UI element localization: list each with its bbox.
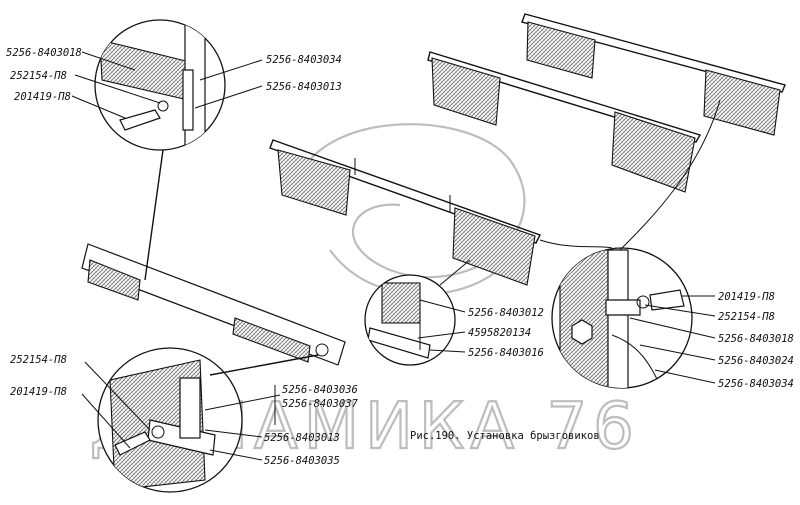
label-r-1: 201419-П8	[718, 291, 775, 303]
center-right-flap	[452, 207, 536, 286]
label-bl-1: 252154-П8	[10, 354, 67, 366]
center-left-flap	[277, 149, 351, 216]
label-bl-6: 5256-8403035	[264, 455, 340, 467]
label-bl-5: 5256-8403013	[264, 432, 340, 444]
center-bar	[269, 139, 541, 244]
bumper-rail-assembly	[81, 243, 346, 366]
label-bl-4: 5256-8403037	[282, 398, 359, 410]
label-r-2: 252154-П8	[718, 311, 775, 323]
label-bl-2: 201419-П8	[10, 386, 67, 398]
label-r-4: 5256-8403024	[718, 355, 794, 367]
label-r-3: 5256-8403018	[718, 333, 794, 345]
top-bar	[521, 13, 786, 93]
figure-caption: Рис.190. Установка брызговиков	[410, 430, 600, 442]
middle-left-flap	[431, 57, 501, 126]
label-bl-3: 5256-8403036	[282, 384, 358, 396]
label-tl-3: 201419-П8	[14, 91, 71, 103]
rail-bolt-hole	[315, 343, 329, 357]
leader-right-to-flap	[539, 239, 613, 249]
detail-circle-right	[539, 99, 721, 389]
rail-flap-right	[232, 317, 311, 363]
part-labels: 5256-8403018 252154-П8 201419-П8 5256-84…	[6, 47, 794, 467]
label-tl-1: 5256-8403018	[6, 47, 82, 59]
detail-circle-middle	[364, 259, 471, 366]
top-right-flap	[703, 69, 781, 136]
label-r-5: 5256-8403034	[718, 378, 794, 390]
leader-top-left-to-rail	[144, 149, 164, 281]
middle-right-flap	[611, 111, 696, 193]
label-mid-2: 4595820134	[468, 327, 531, 339]
label-mid-1: 5256-8403012	[468, 307, 544, 319]
detail-circle-top-left	[94, 19, 226, 281]
top-left-flap	[526, 21, 596, 79]
label-tl-2: 252154-П8	[10, 70, 67, 82]
top-right-mudflap-assembly	[427, 13, 786, 193]
detail-circle-bottom-left	[97, 347, 319, 493]
leader-bottom-left	[209, 354, 319, 376]
middle-bar	[427, 51, 702, 143]
leader-lines	[71, 51, 716, 461]
label-tl-5: 5256-8403013	[266, 81, 342, 93]
leader-right-to-top-flap	[619, 99, 721, 251]
center-mudflap-assembly	[269, 139, 541, 286]
label-tl-4: 5256-8403034	[266, 54, 342, 66]
leader-middle	[439, 259, 471, 286]
label-mid-3: 5256-8403016	[468, 347, 544, 359]
rail-end-flap	[87, 259, 141, 301]
